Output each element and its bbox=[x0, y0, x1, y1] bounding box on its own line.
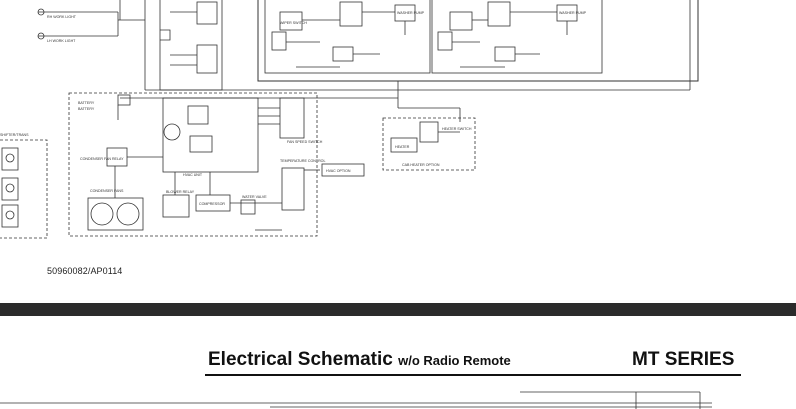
temperature-control-label: TEMPERATURE CONTROL bbox=[280, 159, 325, 163]
rear-wiper-subbox bbox=[431, 0, 603, 74]
hvac-unit-label: HVAC UNIT bbox=[183, 173, 203, 177]
battery-label-2: BATTERY bbox=[78, 107, 95, 111]
blower-relay-label: BLOWER RELAY bbox=[166, 190, 195, 194]
heater-switch-label: HEATER SWITCH bbox=[442, 127, 472, 131]
shifter-trans-label: SHIFTER/TRANS bbox=[0, 133, 29, 137]
fan-speed-switch-label: FAN SPEED SWITCH bbox=[287, 140, 323, 144]
condenser-fans-label: CONDENSER FANS bbox=[90, 189, 124, 193]
washer-pump-label-2: WASHER PUMP bbox=[559, 11, 587, 15]
page-divider bbox=[0, 303, 796, 316]
wiper-switch-label: WIPER SWITCH bbox=[280, 21, 307, 25]
wiring-diagram: BATTERY BATTERY HVAC UNIT HVAC OPTION HE… bbox=[0, 0, 699, 239]
wiring-diagram-top bbox=[0, 391, 712, 409]
title-subtitle: w/o Radio Remote bbox=[398, 353, 511, 368]
front-wiper-subbox bbox=[264, 0, 431, 74]
water-valve-label: WATER VALVE bbox=[242, 195, 267, 199]
hvac-option-label: HVAC OPTION bbox=[326, 169, 351, 173]
lh-work-light-label: LH WORK LIGHT bbox=[47, 39, 76, 43]
compressor-label: COMPRESSOR bbox=[199, 202, 225, 206]
wiper-circuit-box bbox=[257, 0, 699, 82]
rh-work-light-label: RH WORK LIGHT bbox=[47, 15, 77, 19]
figure-id: 50960082/AP0114 bbox=[47, 266, 123, 276]
schematic-page-previous: BATTERY BATTERY HVAC UNIT HVAC OPTION HE… bbox=[0, 0, 699, 276]
schematic-page-current: Electrical Schematic w/o Radio Remote MT… bbox=[0, 316, 796, 409]
heater-label: HEATER bbox=[395, 145, 410, 149]
series-label: MT SERIES bbox=[632, 349, 735, 370]
battery-label-1: BATTERY bbox=[78, 101, 95, 105]
title-main-text: Electrical Schematic bbox=[208, 349, 393, 370]
washer-pump-label-1: WASHER PUMP bbox=[397, 11, 425, 15]
page-title: Electrical Schematic w/o Radio Remote bbox=[208, 349, 511, 371]
cab-heater-option-label: CAB HEATER OPTION bbox=[402, 163, 440, 167]
condenser-fan-relay-label: CONDENSER FAN RELAY bbox=[80, 157, 124, 161]
title-underline bbox=[205, 374, 741, 376]
